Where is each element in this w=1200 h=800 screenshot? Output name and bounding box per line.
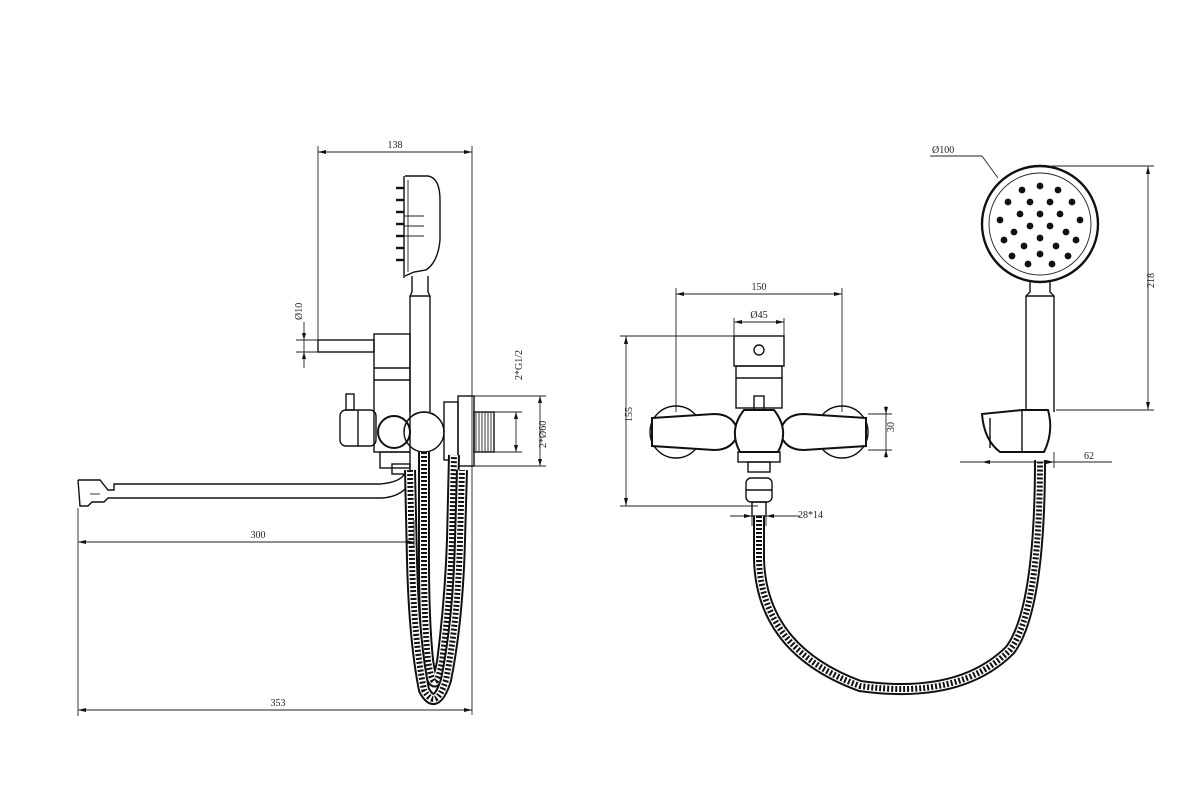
front-view: 150 Ø45 155 (620, 282, 1046, 696)
dim-353: 353 (271, 698, 286, 709)
dim-218: 218 (1146, 273, 1157, 288)
dim-thread: 2*G1/2 (514, 350, 525, 380)
shower-view: Ø100 (930, 145, 1157, 468)
dim-d100: Ø100 (932, 145, 954, 156)
side-view: 138 Ø10 (77, 140, 549, 716)
dim-d10: Ø10 (294, 303, 305, 320)
nozzle-row (396, 186, 424, 262)
dim-28x14: 28*14 (798, 510, 823, 521)
dim-150: 150 (752, 282, 767, 293)
dim-300: 300 (251, 530, 266, 541)
dim-155: 155 (624, 407, 635, 422)
dim-62: 62 (1084, 451, 1094, 462)
dim-d45: Ø45 (750, 310, 767, 321)
thread (475, 412, 492, 452)
dim-flange: 2*Ø60 (538, 421, 549, 448)
shower-holes (996, 182, 1084, 268)
dim-138: 138 (388, 140, 403, 151)
dim-30: 30 (886, 422, 897, 432)
